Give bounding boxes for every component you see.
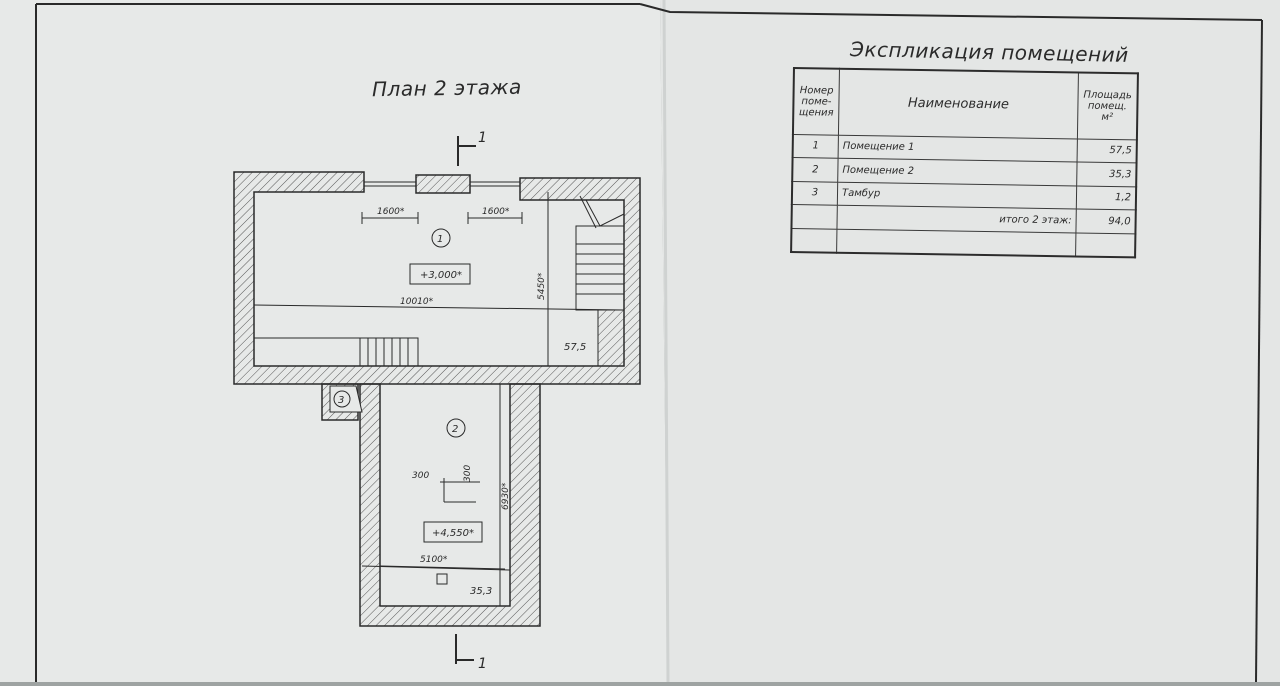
empty-cell: [791, 228, 837, 253]
dim-width-2: 5100*: [420, 555, 448, 565]
dim-window-right: 1600*: [482, 207, 510, 217]
plan-title: План 2 этажа: [371, 74, 522, 102]
row-area: 57,5: [1077, 138, 1137, 164]
room2-number: 2: [452, 424, 458, 435]
room3-marker: [333, 390, 351, 408]
room1-marker: [431, 228, 451, 248]
elevation-label-2: +4,550*: [432, 528, 474, 539]
page-fold: [662, 0, 670, 683]
empty-cell: [1075, 232, 1136, 258]
elevation-box-2: [423, 521, 483, 543]
elevation-box-1: [409, 263, 471, 285]
dim-height-2: 6930*: [501, 482, 511, 510]
row-number: 2: [792, 157, 839, 182]
frame-right-border: [1255, 19, 1263, 683]
dimension-lines: [253, 192, 625, 606]
dim-window-left: 1600*: [377, 207, 405, 217]
row-area: 1,2: [1076, 185, 1137, 211]
section-label-top: 1: [478, 130, 487, 146]
right-page: [660, 0, 1280, 682]
section-mark-bottom: [455, 634, 474, 664]
table-row-empty: [791, 228, 1136, 258]
total-value: 94,0: [1075, 209, 1136, 234]
area-room2: 35,3: [470, 586, 492, 597]
total-empty-cell: [791, 204, 838, 230]
section-mark-top: [457, 136, 476, 166]
elevation-label-1: +3,000*: [420, 270, 462, 281]
row-number: 1: [792, 134, 839, 159]
room1-number: 1: [437, 234, 443, 245]
room1-walls: [233, 171, 641, 385]
table-header-row: Номер поме- щения Наименование Площадь п…: [792, 68, 1138, 140]
stair-upper: [575, 195, 625, 367]
header-room-area: Площадь помещ. м²: [1077, 72, 1138, 140]
room3-number: 3: [338, 395, 344, 406]
room2-walls: [359, 383, 541, 627]
section-label-bottom: 1: [478, 656, 487, 672]
dim-height-1: 5450*: [537, 272, 547, 300]
area-room1: 57,5: [564, 342, 586, 353]
frame-top-border-right: [639, 3, 1263, 21]
empty-cell: [836, 229, 1076, 257]
explication-table: Номер поме- щения Наименование Площадь п…: [790, 67, 1139, 259]
dim-chimney-height: 300: [463, 465, 473, 482]
header-room-number: Номер поме- щения: [792, 68, 840, 135]
left-page: [0, 0, 668, 682]
dim-length: 10010*: [400, 297, 434, 307]
dim-chimney-width: 300: [412, 471, 429, 481]
row-number: 3: [791, 181, 838, 206]
header-room-name: Наименование: [838, 68, 1079, 139]
stair-lower: [359, 337, 419, 367]
room2-marker: [446, 418, 466, 438]
row-area: 35,3: [1076, 162, 1137, 187]
vestibule-walls: [321, 383, 363, 421]
